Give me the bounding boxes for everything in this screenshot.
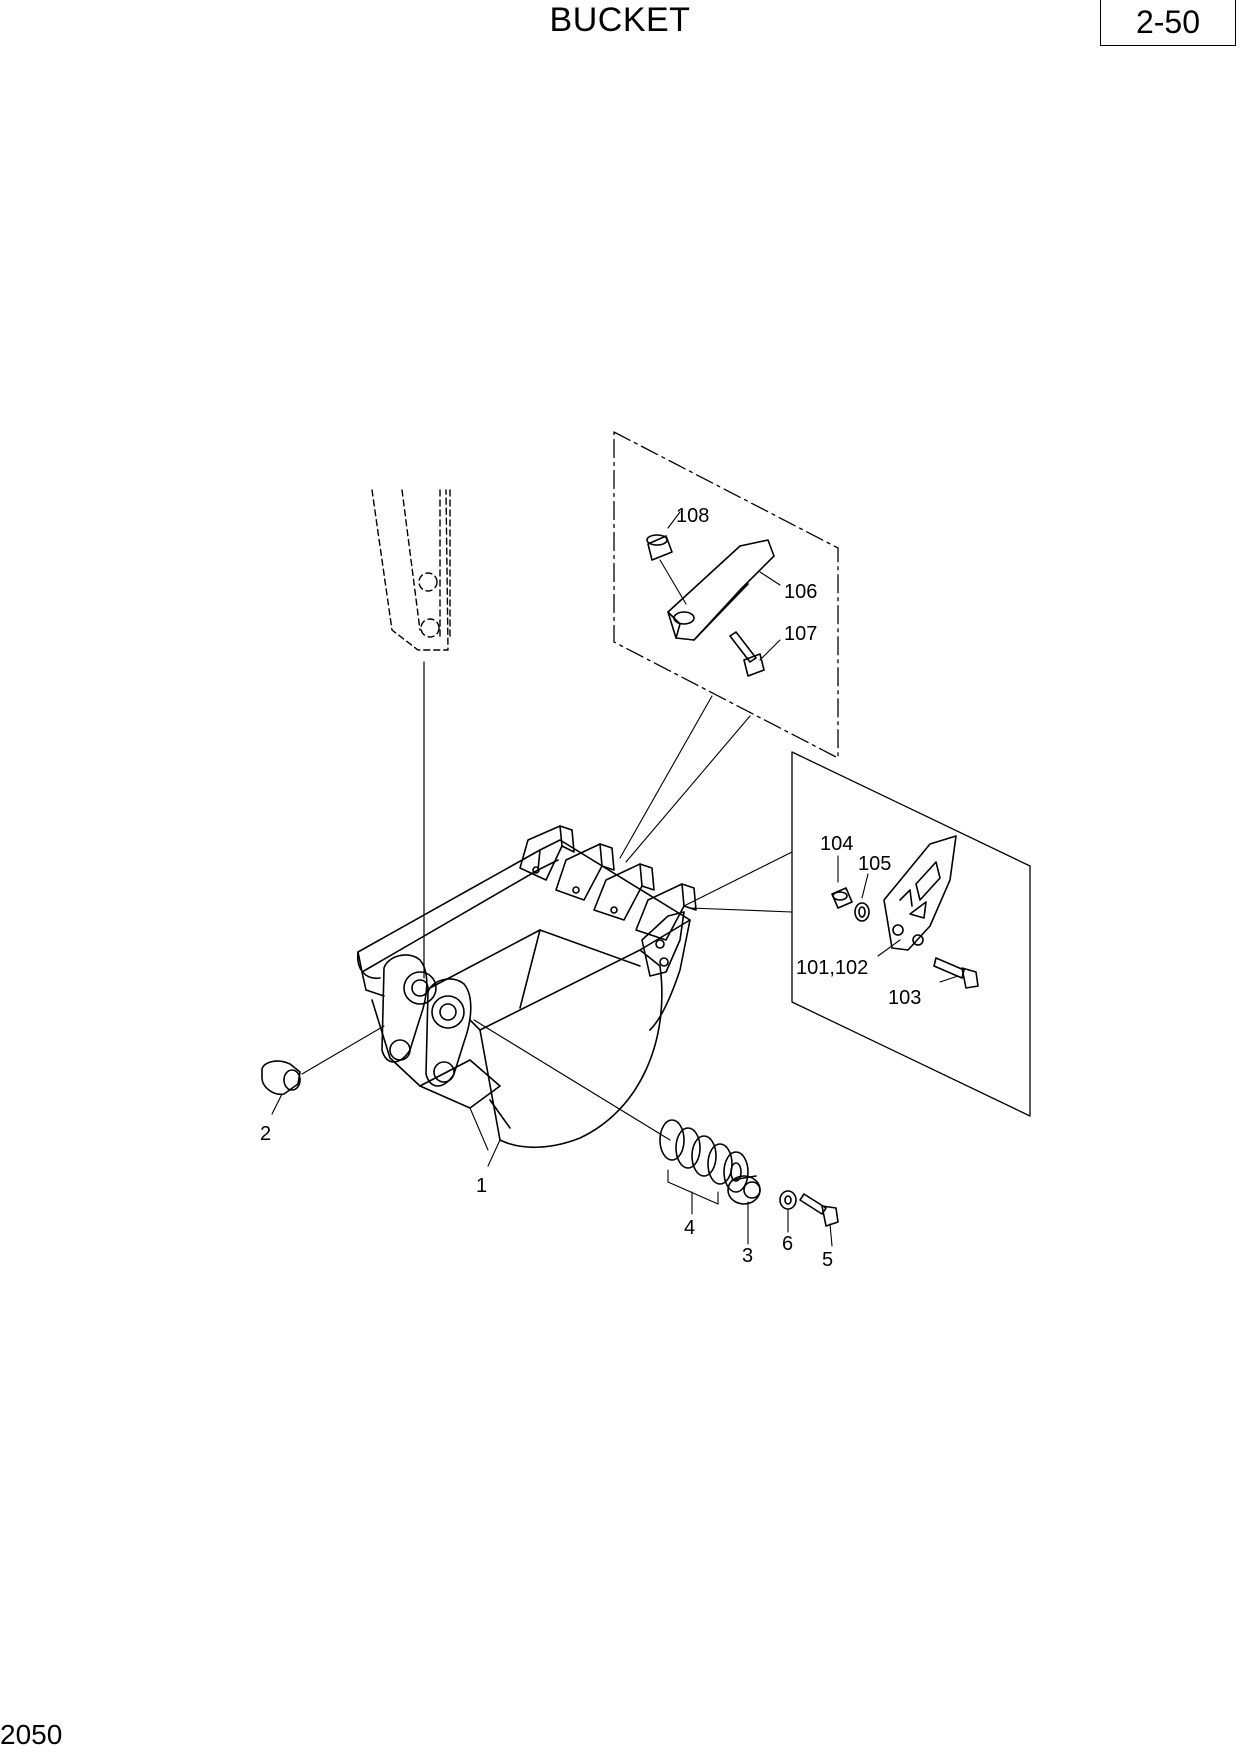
tooth-detail-frame [613,431,839,759]
callout-105: 105 [858,853,891,875]
callout-103: 103 [888,987,921,1009]
washer-105 [854,902,870,922]
callout-5: 5 [822,1249,833,1271]
callout-6: 6 [782,1233,793,1255]
pin-2 [261,1060,301,1096]
callout-107: 107 [784,623,817,645]
arm-outline [371,489,451,651]
tooth-pin-108 [646,534,673,561]
callout-106: 106 [784,581,817,603]
bolt-103 [933,957,979,989]
callout-108: 108 [676,505,709,527]
callout-1: 1 [476,1175,487,1197]
side-cutter-detail-frame [791,751,1031,1117]
callout-2: 2 [260,1123,271,1145]
tooth-106 [667,539,775,641]
nut-104 [831,887,853,909]
shims-4 [659,1119,749,1193]
bucket-teeth [519,825,697,977]
bucket-body [356,839,691,1149]
callout-101-102: 101,102 [796,957,868,979]
page-title: BUCKET [549,1,691,39]
bolt-107 [729,631,765,677]
callout-4: 4 [684,1217,695,1239]
collar-3 [727,1175,761,1205]
bolt-5 [799,1193,839,1227]
callout-3: 3 [742,1245,753,1267]
washer-6 [779,1190,797,1210]
page-reference-box: 2-50 [1100,0,1236,46]
callout-104: 104 [820,833,853,855]
document-code: 2050 [0,1719,63,1750]
side-cutter-101-102 [883,835,957,951]
